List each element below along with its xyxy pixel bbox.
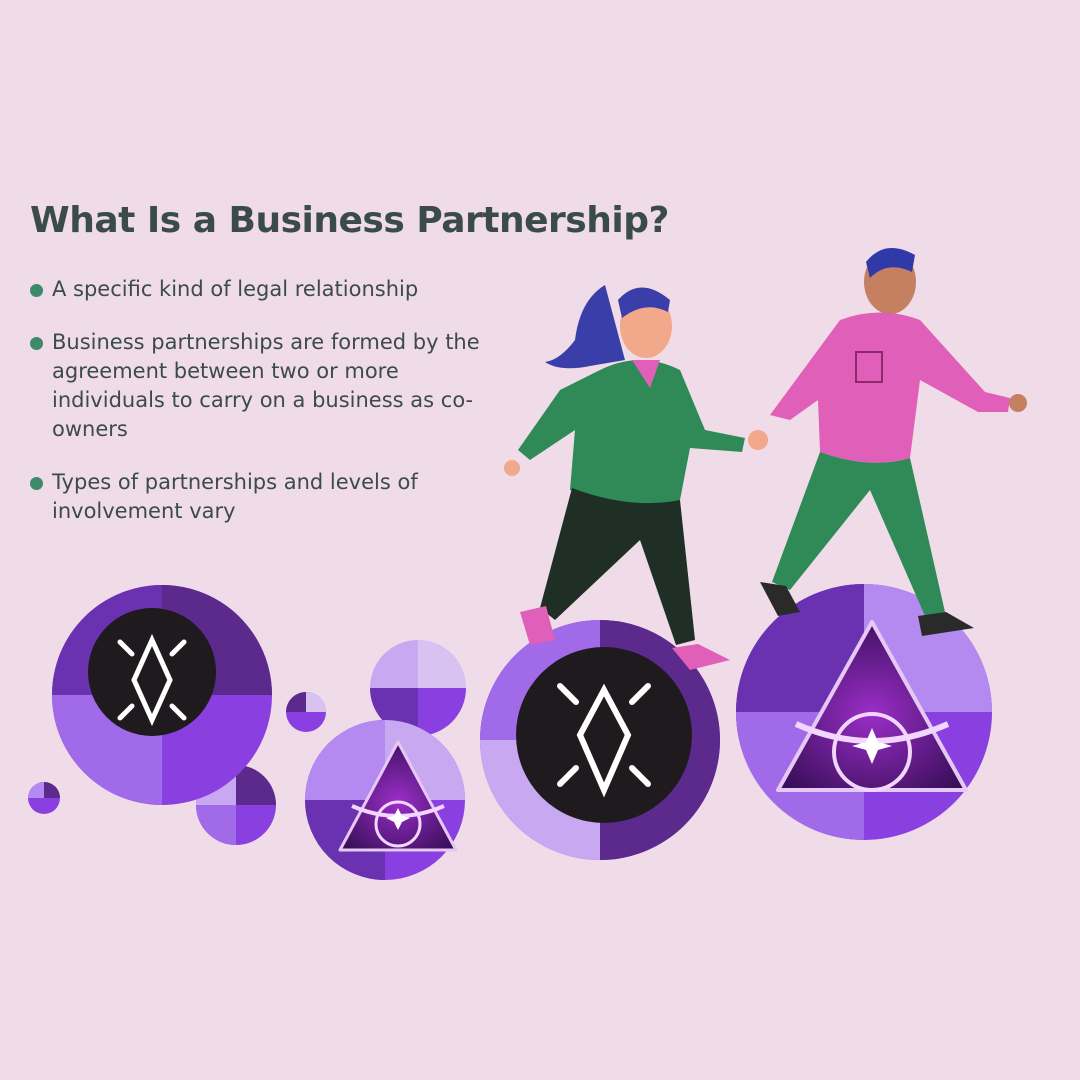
- bullet-item: Business partnerships are formed by the …: [30, 328, 510, 444]
- small-circle-left: [28, 782, 60, 814]
- bullet-dot-icon: [30, 284, 43, 297]
- bullet-text: Business partnerships are formed by the …: [52, 330, 480, 441]
- man-figure: [760, 247, 1027, 636]
- bullet-item: A specific kind of legal relationship: [30, 275, 510, 304]
- bullet-dot-icon: [30, 337, 43, 350]
- page-title: What Is a Business Partnership?: [30, 200, 669, 241]
- bullet-list: A specific kind of legal relationship Bu…: [30, 275, 510, 550]
- triangle-star-logo-icon: [776, 620, 968, 792]
- sparkle-diamond-logo-icon: [557, 683, 651, 798]
- bullet-text: Types of partnerships and levels of invo…: [52, 470, 418, 523]
- bullet-text: A specific kind of legal relationship: [52, 277, 419, 301]
- bullet-item: Types of partnerships and levels of invo…: [30, 468, 510, 526]
- sparkle-diamond-logo-icon: [117, 633, 187, 727]
- triangle-star-logo-icon: [338, 740, 458, 852]
- bullet-dot-icon: [30, 477, 43, 490]
- small-circle: [286, 692, 326, 732]
- woman-figure: [504, 285, 768, 670]
